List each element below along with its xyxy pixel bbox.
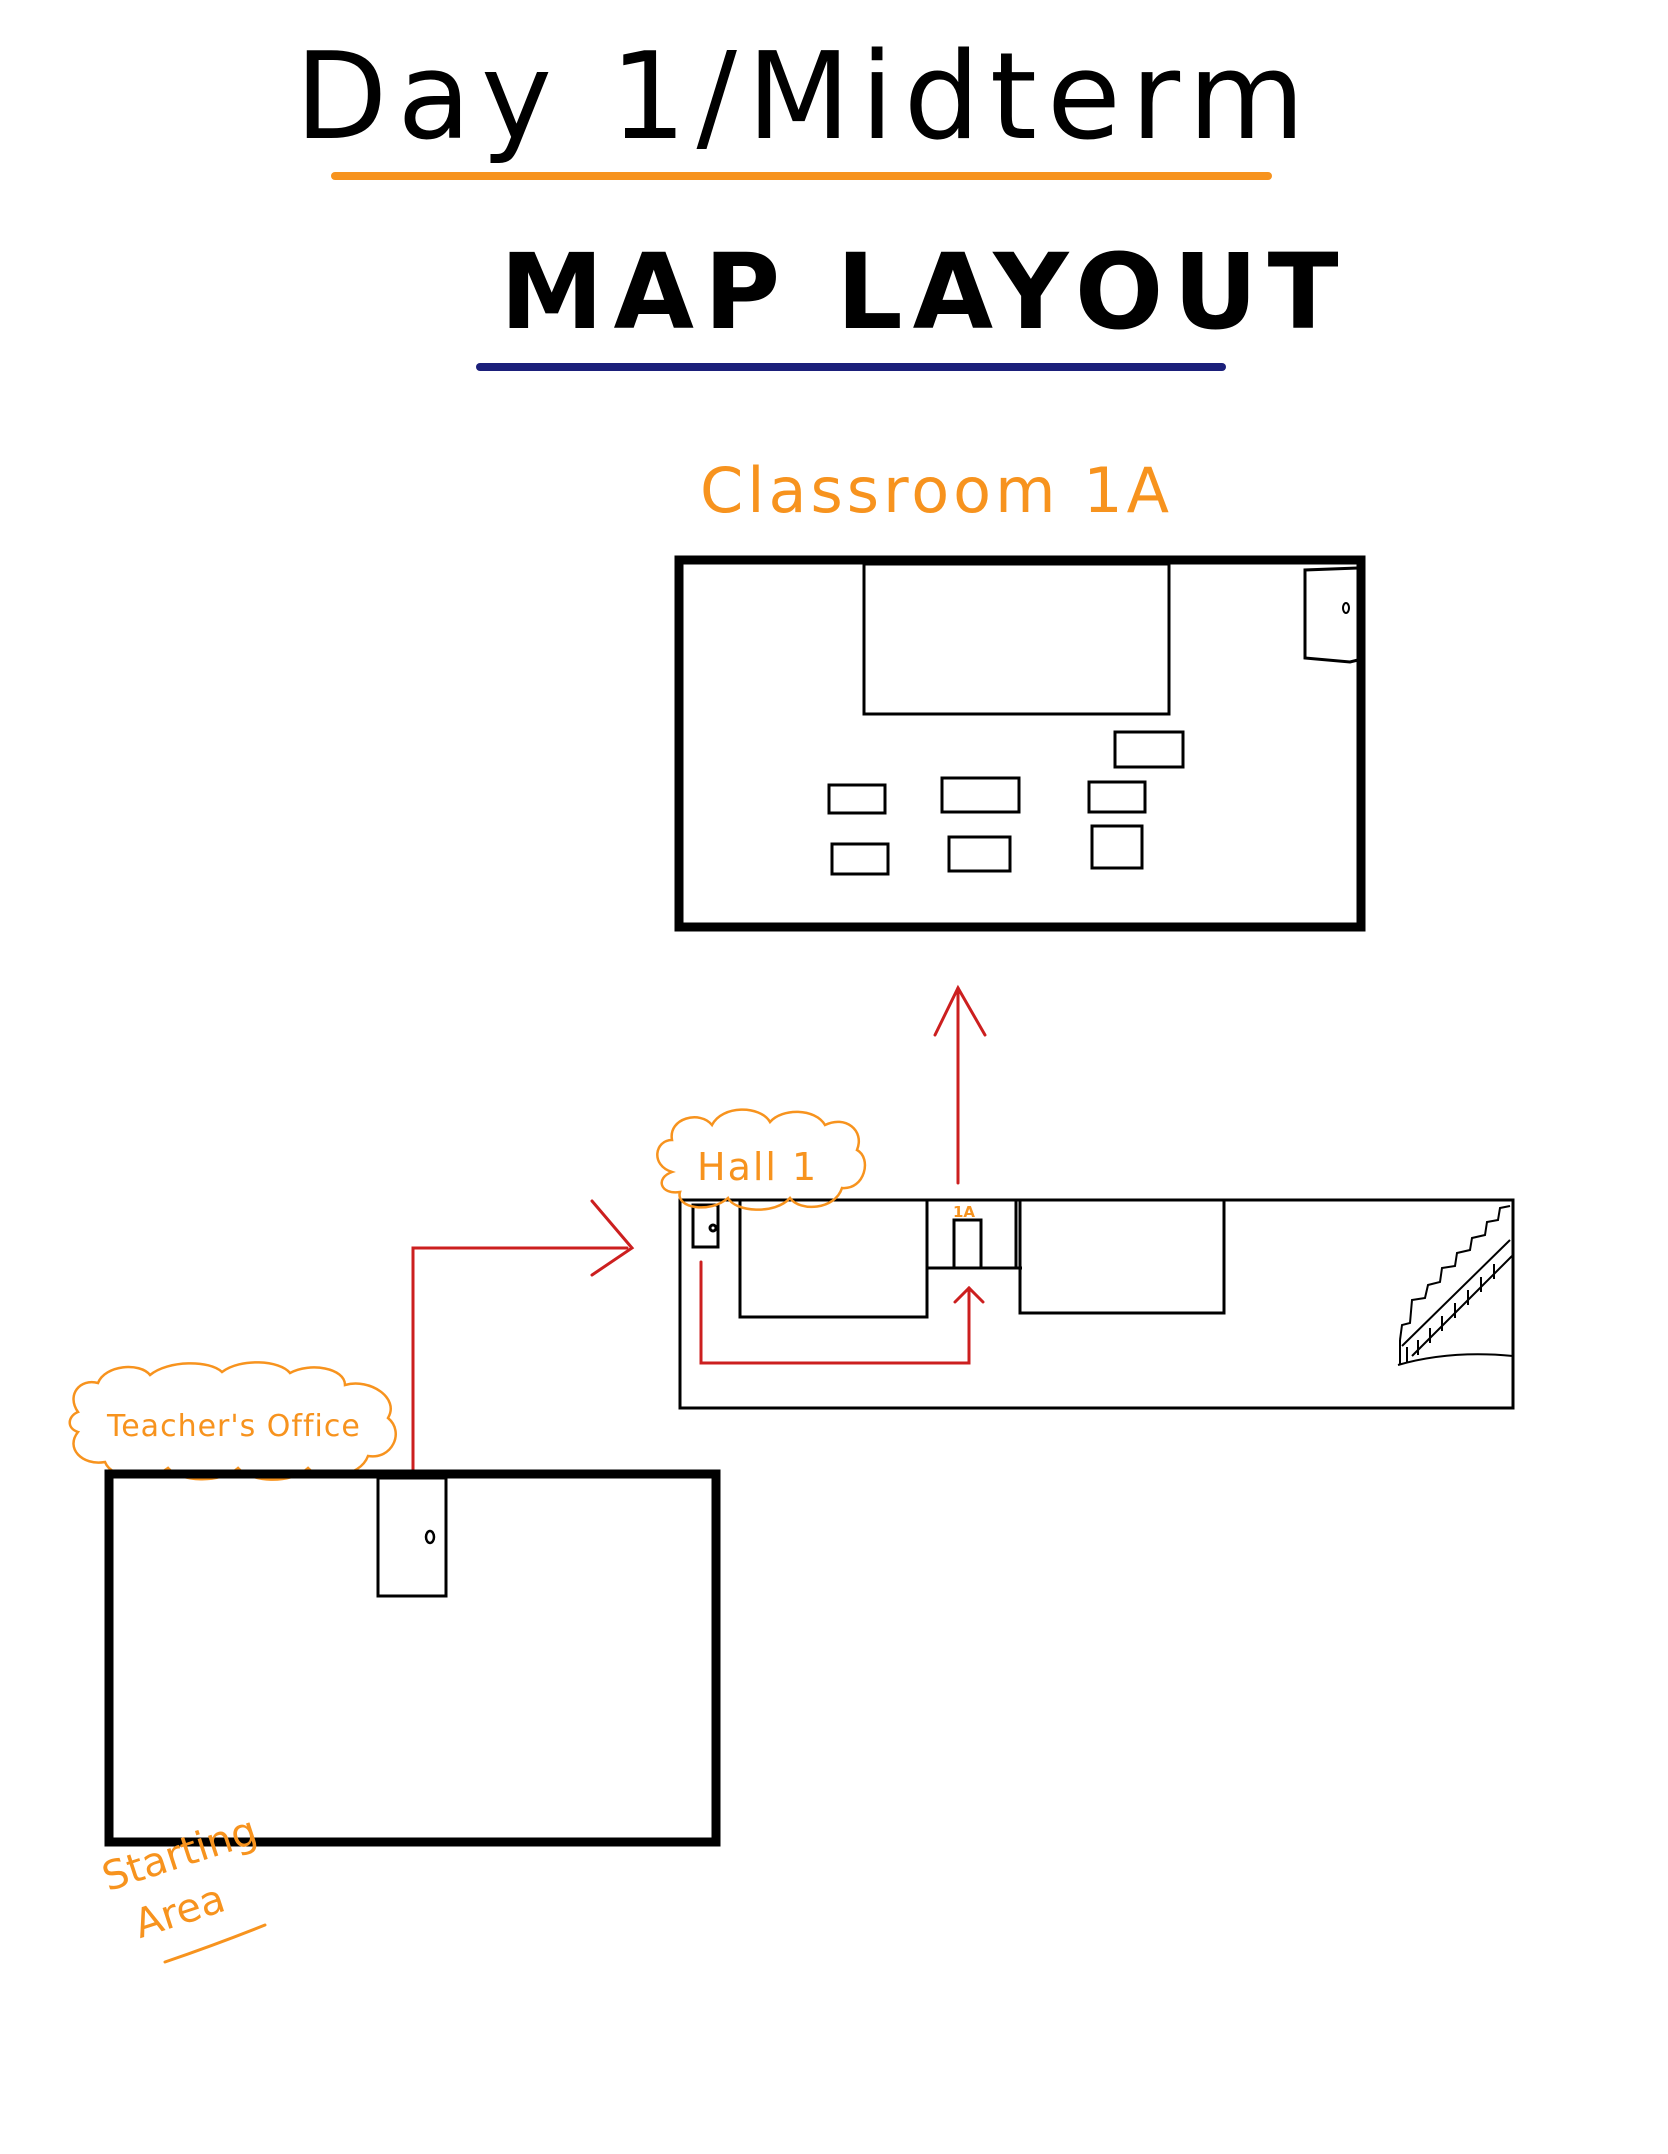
door-knob-icon: [1342, 602, 1350, 614]
student-desk: [1090, 824, 1144, 870]
page-subtitle: MAP LAYOUT: [500, 231, 1349, 353]
classroom-1a: [674, 555, 1366, 932]
office-door-icon: [376, 1476, 448, 1598]
path-arrow-icon: [699, 1260, 985, 1365]
hall-room-right: [1018, 1200, 1226, 1315]
hall-1: [678, 1198, 1515, 1410]
student-desk: [830, 842, 890, 876]
door-knob-icon: [708, 1223, 718, 1233]
teachers-office: [104, 1469, 721, 1847]
hall-outline: [678, 1198, 1515, 1410]
classroom-door-icon: [1303, 566, 1359, 664]
student-desk: [827, 783, 887, 815]
path-arrow-icon: [411, 1199, 635, 1480]
classroom-wall: [674, 555, 1366, 932]
start-underline: [163, 1923, 267, 1964]
office-label: Teacher's Office: [107, 1409, 361, 1444]
door-knob-icon: [424, 1529, 436, 1545]
teacher-desk: [1113, 730, 1185, 769]
office-wall: [104, 1469, 721, 1847]
student-desk: [940, 776, 1021, 814]
classroom-door-label: 1A: [953, 1203, 976, 1221]
hall-office-door: [691, 1203, 720, 1249]
student-desk: [1087, 780, 1147, 814]
cloud-label-icon: [656, 1108, 867, 1211]
student-desk: [947, 835, 1012, 873]
hall-label: Hall 1: [697, 1145, 819, 1189]
page-title: Day 1/Midterm: [295, 28, 1315, 167]
whiteboard-area: [862, 562, 1171, 716]
classroom-label: Classroom 1A: [700, 454, 1174, 527]
path-arrow-icon: [933, 984, 987, 1185]
hall-classroom-door: [952, 1218, 983, 1270]
stairs-icon: [1397, 1205, 1514, 1366]
hall-room-left: [738, 1200, 929, 1319]
